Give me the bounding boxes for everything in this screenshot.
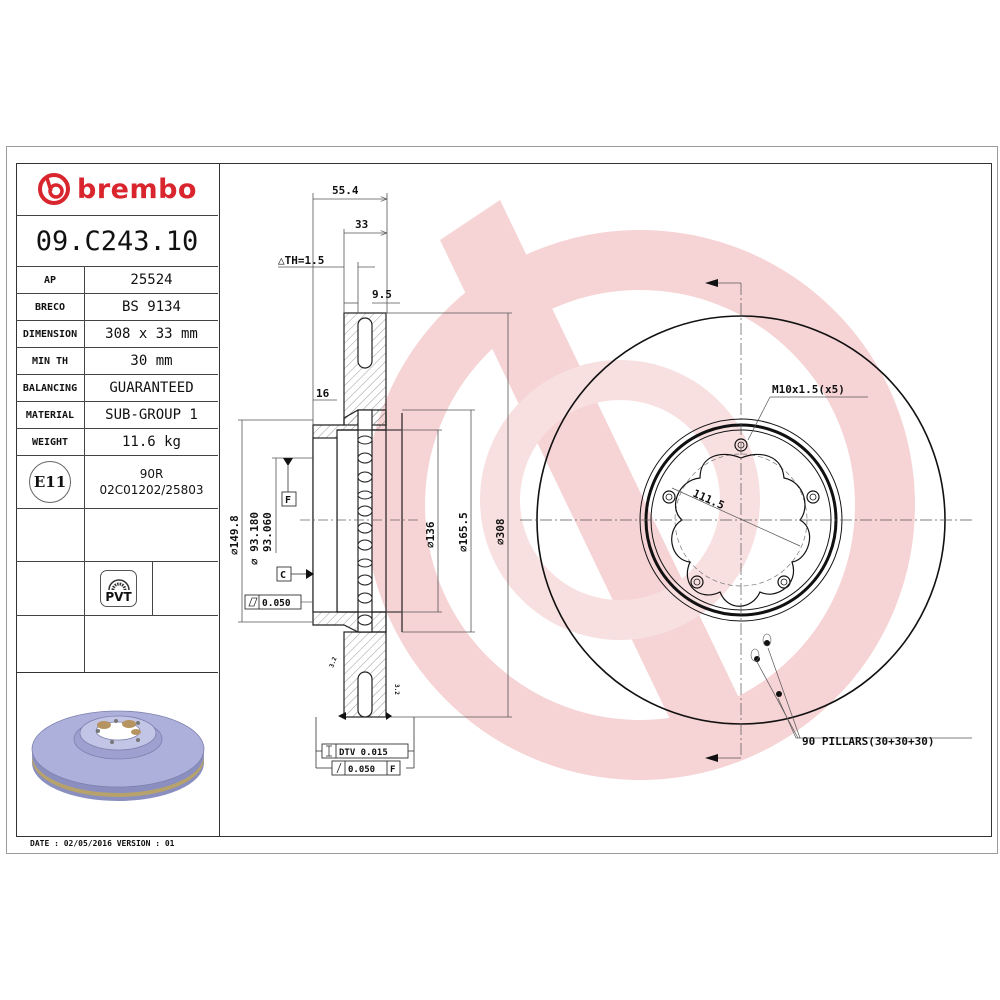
part-number: 09.C243.10 — [16, 216, 218, 267]
approval-row: E11 90R 02C01202/25803 — [16, 456, 218, 509]
drawing-frame — [16, 163, 992, 837]
spec-value: 25524 — [130, 272, 173, 288]
spec-row-dimension: DIMENSION 308 x 33 mm — [16, 321, 218, 348]
spec-value: 308 x 33 mm — [105, 326, 198, 342]
pvt-row: PVT — [16, 562, 218, 616]
spec-value: GUARANTEED — [109, 380, 194, 396]
drawing-sheet — [6, 146, 998, 854]
e11-approval-badge: E11 — [29, 461, 71, 503]
title-block: brembo 09.C243.10 AP 25524 BRECO BS 9134… — [16, 163, 220, 837]
spec-value: 30 mm — [130, 353, 173, 369]
spec-row-material: MATERIAL SUB-GROUP 1 — [16, 402, 218, 429]
pvt-label: PVT — [105, 590, 132, 604]
spec-label: BALANCING — [16, 375, 85, 401]
brembo-logo-icon — [38, 173, 71, 205]
spec-row-balancing: BALANCING GUARANTEED — [16, 375, 218, 402]
blank-row — [16, 616, 218, 673]
spec-label: BRECO — [16, 294, 85, 320]
pvt-gauge-icon — [107, 579, 130, 590]
footer-date-version: DATE : 02/05/2016 VERSION : 01 — [30, 839, 175, 848]
spec-row-min-th: MIN TH 30 mm — [16, 348, 218, 375]
spec-value: SUB-GROUP 1 — [105, 407, 198, 423]
spec-value: 11.6 kg — [121, 434, 181, 450]
brand-name: brembo — [77, 173, 197, 205]
spec-label: MIN TH — [16, 348, 85, 374]
spec-label: AP — [16, 267, 85, 293]
pvt-badge: PVT — [100, 570, 137, 607]
spec-row-breco: BRECO BS 9134 — [16, 294, 218, 321]
spec-label: DIMENSION — [16, 321, 85, 347]
approval-regulation: 90R — [139, 467, 164, 481]
spec-label: WEIGHT — [16, 429, 85, 455]
blank-row — [16, 509, 218, 562]
spec-label: MATERIAL — [16, 402, 85, 428]
spec-value: BS 9134 — [121, 299, 181, 315]
brand-logo: brembo — [16, 163, 218, 216]
approval-number: 02C01202/25803 — [99, 483, 204, 497]
spec-row-weight: WEIGHT 11.6 kg — [16, 429, 218, 456]
spec-row-ap: AP 25524 — [16, 267, 218, 294]
disc-3d-render — [31, 710, 205, 801]
